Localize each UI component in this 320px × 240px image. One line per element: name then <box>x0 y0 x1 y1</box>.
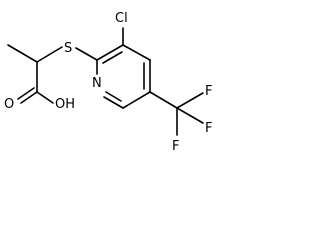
bond-ring-c6-n <box>103 96 124 109</box>
atom-hydroxyl: OH <box>55 97 75 112</box>
bond-cf3-f2 <box>176 107 204 124</box>
bond-methyl-ch <box>7 44 38 63</box>
bond-ring-cf3 <box>149 91 178 109</box>
atom-chlorine: Cl <box>115 11 128 26</box>
atom-fluorine-1: F <box>205 84 212 99</box>
molecule-drawing: Cl S N OH O F F F <box>4 11 212 154</box>
atom-sulfur: S <box>64 41 72 56</box>
bond-c-o-double-a <box>20 91 38 104</box>
bond-cf3-f1 <box>176 92 204 109</box>
bond-ring-c5-c6 <box>122 91 151 109</box>
bond-ring-c2-c3 <box>96 44 124 61</box>
bond-ring-inner-1 <box>102 51 123 64</box>
structure-diagram: Cl S N OH O F F F <box>4 11 212 154</box>
bond-c-oh <box>36 91 54 104</box>
atom-nitrogen: N <box>92 76 102 91</box>
atom-fluorine-3: F <box>172 139 179 154</box>
bond-ring-inner-3 <box>105 91 122 102</box>
bond-ch-s <box>36 46 63 63</box>
bond-c-o-double-b <box>17 87 35 100</box>
atom-carbonyl-oxygen: O <box>4 97 14 112</box>
bond-ring-c3-c4 <box>122 44 151 61</box>
atom-fluorine-2: F <box>205 121 212 136</box>
bond-s-ring <box>75 47 98 61</box>
